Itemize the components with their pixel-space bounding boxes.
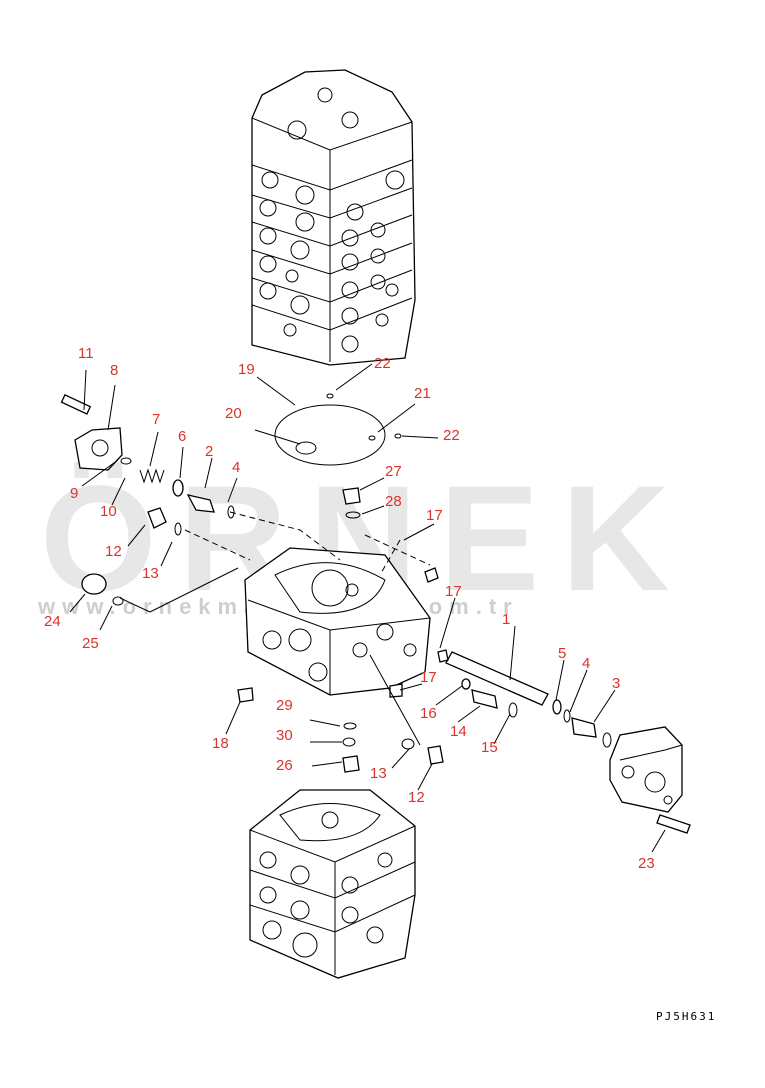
callout-20: 20 [225,405,242,422]
callout-19: 19 [238,361,255,378]
callout-17-low: 17 [420,669,437,686]
assembly-lines [119,511,431,746]
callout-10: 10 [100,503,117,520]
callout-29: 29 [276,697,293,714]
callout-17-mid: 17 [445,583,462,600]
callout-21: 21 [414,385,431,402]
callout-13-upper: 13 [142,565,159,582]
callout-12-lower: 12 [408,789,425,806]
small-parts [81,393,691,834]
upper-valve-stack [251,69,416,366]
callout-5: 5 [558,645,566,662]
callout-22-top: 22 [374,355,391,372]
callout-26: 26 [276,757,293,774]
callout-numbers: 11 8 7 6 2 4 9 10 12 13 24 25 19 20 22 2… [44,345,655,872]
callout-25: 25 [82,635,99,652]
callout-17-top: 17 [426,507,443,524]
center-valve-section [244,547,431,696]
callout-6: 6 [178,428,186,445]
callout-9: 9 [70,485,78,502]
callout-4-right: 4 [582,655,590,672]
callout-14: 14 [450,723,467,740]
callout-27: 27 [385,463,402,480]
callout-22-right: 22 [443,427,460,444]
callout-2: 2 [205,443,213,460]
callout-12-upper: 12 [105,543,122,560]
drawing-code: PJ5H631 [656,1010,716,1023]
end-cover [609,726,683,813]
lower-valve-stack [249,789,416,979]
callout-13-lower: 13 [370,765,387,782]
callout-23: 23 [638,855,655,872]
callout-1: 1 [502,611,510,628]
callout-18: 18 [212,735,229,752]
callout-28: 28 [385,493,402,510]
left-cover-assembly [60,394,123,471]
leader-lines [69,363,666,853]
callout-15: 15 [481,739,498,756]
callout-3: 3 [612,675,620,692]
callout-11: 11 [78,345,94,362]
callout-30: 30 [276,727,293,744]
callout-24: 24 [44,613,61,630]
callout-16: 16 [420,705,437,722]
callout-7: 7 [152,411,160,428]
callout-4-left: 4 [232,459,240,476]
callout-8: 8 [110,362,118,379]
